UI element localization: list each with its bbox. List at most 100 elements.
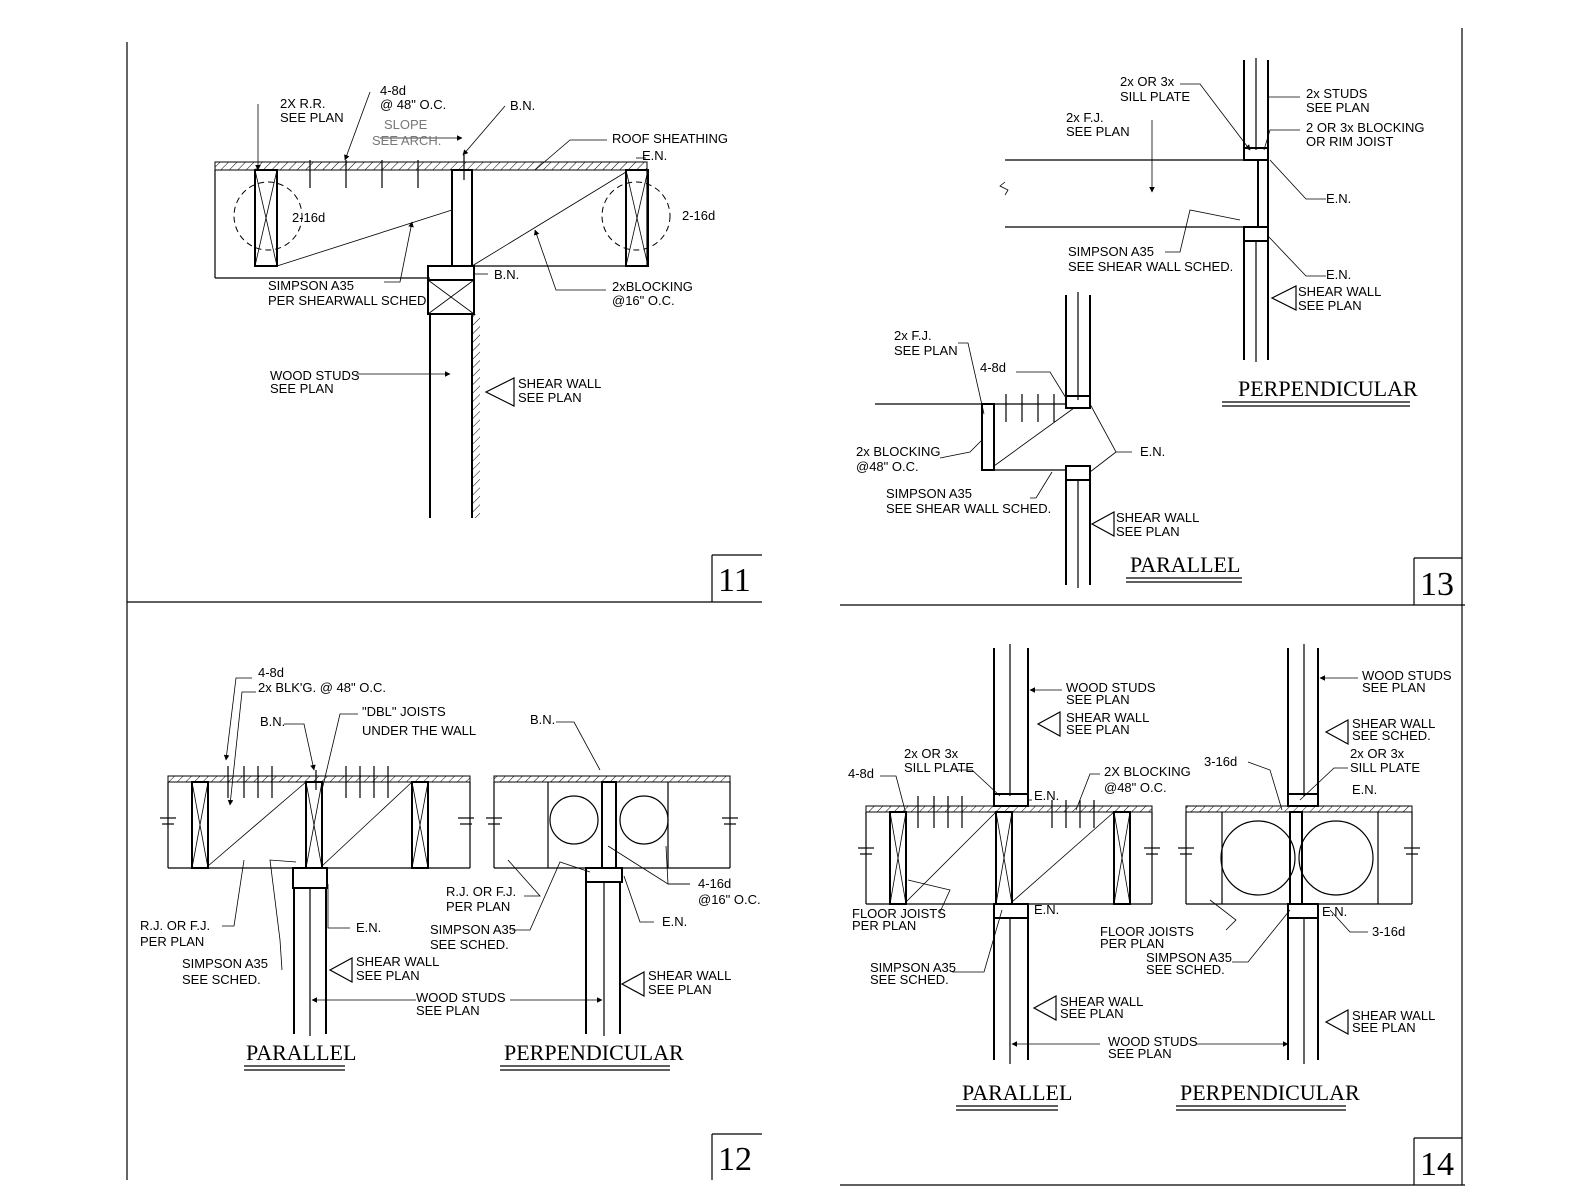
blocking-label-2: @16" O.C. <box>612 293 675 308</box>
shear-wall-bottom-label-2: SEE PLAN <box>1116 524 1180 539</box>
shear-wall-right-label-2: SEE PLAN <box>648 982 712 997</box>
parallel-title-13: PARALLEL <box>1130 552 1240 577</box>
nails-label-1: 4-8d <box>380 83 406 98</box>
simpson-label-1: SIMPSON A35 <box>268 278 354 293</box>
perpendicular-title-14: PERPENDICULAR <box>1180 1080 1360 1105</box>
detail-number-14: 14 <box>1420 1146 1454 1183</box>
rj-left-label-1: R.J. OR F.J. <box>140 918 210 933</box>
detail-number-12: 12 <box>718 1141 752 1178</box>
en-right-top-label: E.N. <box>1352 782 1377 797</box>
rj-right-label-1: R.J. OR F.J. <box>446 884 516 899</box>
blocking-label-13-1: 2x BLOCKING <box>856 444 941 459</box>
en-label: E.N. <box>642 148 667 163</box>
blocking-rim-label-1: 2 OR 3x BLOCKING <box>1306 120 1424 135</box>
shear-wall-right-bottom-label-2: SEE PLAN <box>1352 1020 1416 1035</box>
nails-label-2: @ 48" O.C. <box>380 97 446 112</box>
wood-studs-label-12-2: SEE PLAN <box>416 1003 480 1018</box>
shear-wall-top-label-1: SHEAR WALL <box>1298 284 1381 299</box>
blocking-label-1: 2xBLOCKING <box>612 279 693 294</box>
sill-right-label-2: SILL PLATE <box>1350 760 1420 775</box>
sill-plate-label-2: SILL PLATE <box>1120 89 1190 104</box>
simpson-top-label-2: SEE SHEAR WALL SCHED. <box>1068 259 1233 274</box>
bn-right-label: B.N. <box>530 712 555 727</box>
en-2-label: E.N. <box>1326 267 1351 282</box>
shear-wall-right-top-label-1: SHEAR WALL <box>1352 716 1435 731</box>
nails-16d-bottom-label: 3-16d <box>1372 924 1405 939</box>
wood-studs-left-label-1: WOOD STUDS <box>1066 680 1156 695</box>
rj-right-label-2: PER PLAN <box>446 899 510 914</box>
slope-label-2: SEE ARCH. <box>372 133 441 148</box>
bn-top-label: B.N. <box>510 98 535 113</box>
shear-wall-left-bottom-label-1: SHEAR WALL <box>1060 994 1143 1009</box>
en-1-label: E.N. <box>1326 191 1351 206</box>
en-left-bottom-label: E.N. <box>1034 902 1059 917</box>
sill-left-label-1: 2x OR 3x <box>904 746 959 761</box>
shear-wall-left-label-1: SHEAR WALL <box>356 954 439 969</box>
simpson-right-label-1: SIMPSON A35 <box>430 922 516 937</box>
nails-16d-label-1: 4-16d <box>698 876 731 891</box>
sheet-frame <box>126 28 1465 1186</box>
blkg-label: 2x BLK'G. @ 48" O.C. <box>258 680 386 695</box>
simpson-left-14-label-1: SIMPSON A35 <box>870 960 956 975</box>
detail-11: 2X R.R. SEE PLAN 4-8d @ 48" O.C. SLOPE S… <box>214 83 762 602</box>
nails-label-12: 4-8d <box>258 665 284 680</box>
shear-wall-left-label-2: SEE PLAN <box>356 968 420 983</box>
left-16d-label: 2-16d <box>292 210 325 225</box>
shear-wall-right-top-label-2: SEE SCHED. <box>1352 728 1431 743</box>
rr-label-2: SEE PLAN <box>280 110 344 125</box>
rr-label-1: 2X R.R. <box>280 96 326 111</box>
detail-number-11: 11 <box>718 562 751 599</box>
slope-label-1: SLOPE <box>384 117 428 132</box>
studs-label-2: SEE PLAN <box>1306 100 1370 115</box>
fj-bottom-label-1: 2x F.J. <box>894 328 932 343</box>
shear-wall-right-bottom-label-1: SHEAR WALL <box>1352 1008 1435 1023</box>
simpson-bottom-label-2: SEE SHEAR WALL SCHED. <box>886 501 1051 516</box>
nails-16d-top-label: 3-16d <box>1204 754 1237 769</box>
simpson-left-label-1: SIMPSON A35 <box>182 956 268 971</box>
wood-studs-label-2: SEE PLAN <box>270 381 334 396</box>
simpson-top-label-1: SIMPSON A35 <box>1068 244 1154 259</box>
en-right-bottom-label: E.N. <box>1322 904 1347 919</box>
wood-studs-mid-label-1: WOOD STUDS <box>1108 1034 1198 1049</box>
floor-joists-left-label-2: PER PLAN <box>852 918 916 933</box>
right-16d-label: 2-16d <box>682 208 715 223</box>
wood-studs-label-12-1: WOOD STUDS <box>416 990 506 1005</box>
wood-studs-right-label-1: WOOD STUDS <box>1362 668 1452 683</box>
bn-left-label: B.N. <box>260 714 285 729</box>
floor-joists-left-label-1: FLOOR JOISTS <box>852 906 946 921</box>
simpson-right-14-label-2: SEE SCHED. <box>1146 962 1225 977</box>
en-left-top-label: E.N. <box>1034 788 1059 803</box>
detail-13: 2x OR 3x SILL PLATE 2x STUDS SEE PLAN 2x… <box>856 58 1462 605</box>
shear-wall-top-label-2: SEE PLAN <box>1298 298 1362 313</box>
simpson-bottom-label-1: SIMPSON A35 <box>886 486 972 501</box>
sill-left-label-2: SILL PLATE <box>904 760 974 775</box>
blocking-label-14-2: @48" O.C. <box>1104 780 1167 795</box>
simpson-right-14-label-1: SIMPSON A35 <box>1146 950 1232 965</box>
bn-bottom-label: B.N. <box>494 267 519 282</box>
en-right-label: E.N. <box>662 914 687 929</box>
shear-wall-label-2: SEE PLAN <box>518 390 582 405</box>
perpendicular-title-12: PERPENDICULAR <box>504 1040 684 1065</box>
rj-left-label-2: PER PLAN <box>140 934 204 949</box>
dbl-label-2: UNDER THE WALL <box>362 723 476 738</box>
blocking-label-13-2: @48" O.C. <box>856 459 919 474</box>
nails-16d-label-2: @16" O.C. <box>698 892 761 907</box>
sill-plate-label-1: 2x OR 3x <box>1120 74 1175 89</box>
studs-label-1: 2x STUDS <box>1306 86 1368 101</box>
detail-14: WOOD STUDS SEE PLAN SHEAR WALL SEE PLAN … <box>848 644 1462 1185</box>
simpson-label-2: PER SHEARWALL SCHED. <box>268 293 430 308</box>
fj-bottom-label-2: SEE PLAN <box>894 343 958 358</box>
sill-right-label-1: 2x OR 3x <box>1350 746 1405 761</box>
simpson-left-label-2: SEE SCHED. <box>182 972 261 987</box>
shear-wall-right-label-1: SHEAR WALL <box>648 968 731 983</box>
detail-12: 4-8d 2x BLK'G. @ 48" O.C. B.N. "DBL" JOI… <box>140 665 762 1180</box>
simpson-left-14-label-2: SEE SCHED. <box>870 972 949 987</box>
wood-studs-label-1: WOOD STUDS <box>270 368 360 383</box>
en-left-label: E.N. <box>356 920 381 935</box>
blocking-label-14-1: 2X BLOCKING <box>1104 764 1191 779</box>
simpson-right-label-2: SEE SCHED. <box>430 937 509 952</box>
fj-top-label-1: 2x F.J. <box>1066 110 1104 125</box>
parallel-title-14: PARALLEL <box>962 1080 1072 1105</box>
shear-wall-left-bottom-label-2: SEE PLAN <box>1060 1006 1124 1021</box>
